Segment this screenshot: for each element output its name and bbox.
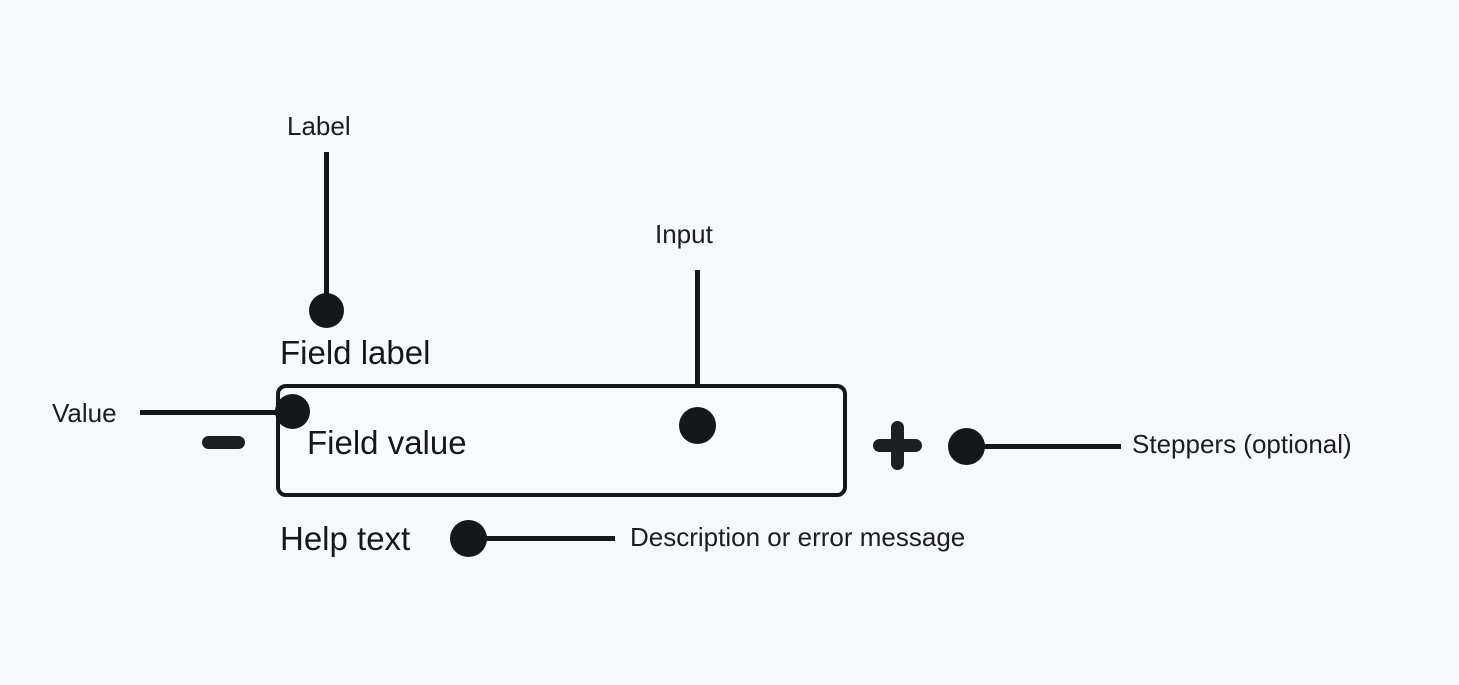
- leader-line-steppers: [978, 444, 1121, 449]
- callout-label-label: Label: [287, 111, 351, 141]
- callout-label-input: Input: [655, 219, 713, 249]
- callout-label-help-text: Description or error message: [630, 522, 966, 552]
- leader-line-input: [695, 270, 700, 430]
- callout-label-value: Value: [52, 398, 117, 428]
- leader-line-label: [324, 152, 329, 300]
- leader-dot-input: [679, 407, 716, 444]
- help-text-label: Help text: [280, 520, 411, 557]
- leader-line-value: [140, 410, 292, 415]
- text-input-field[interactable]: [276, 384, 847, 497]
- leader-line-help-text: [480, 536, 615, 541]
- field-value-text: Field value: [307, 424, 467, 461]
- plus-icon[interactable]: [873, 421, 922, 470]
- field-label: Field label: [280, 334, 431, 371]
- minus-icon[interactable]: [202, 436, 245, 449]
- leader-dot-value: [275, 394, 310, 429]
- plus-icon-vertical-bar: [891, 421, 904, 470]
- leader-dot-label: [309, 293, 344, 328]
- callout-label-steppers: Steppers (optional): [1132, 429, 1352, 459]
